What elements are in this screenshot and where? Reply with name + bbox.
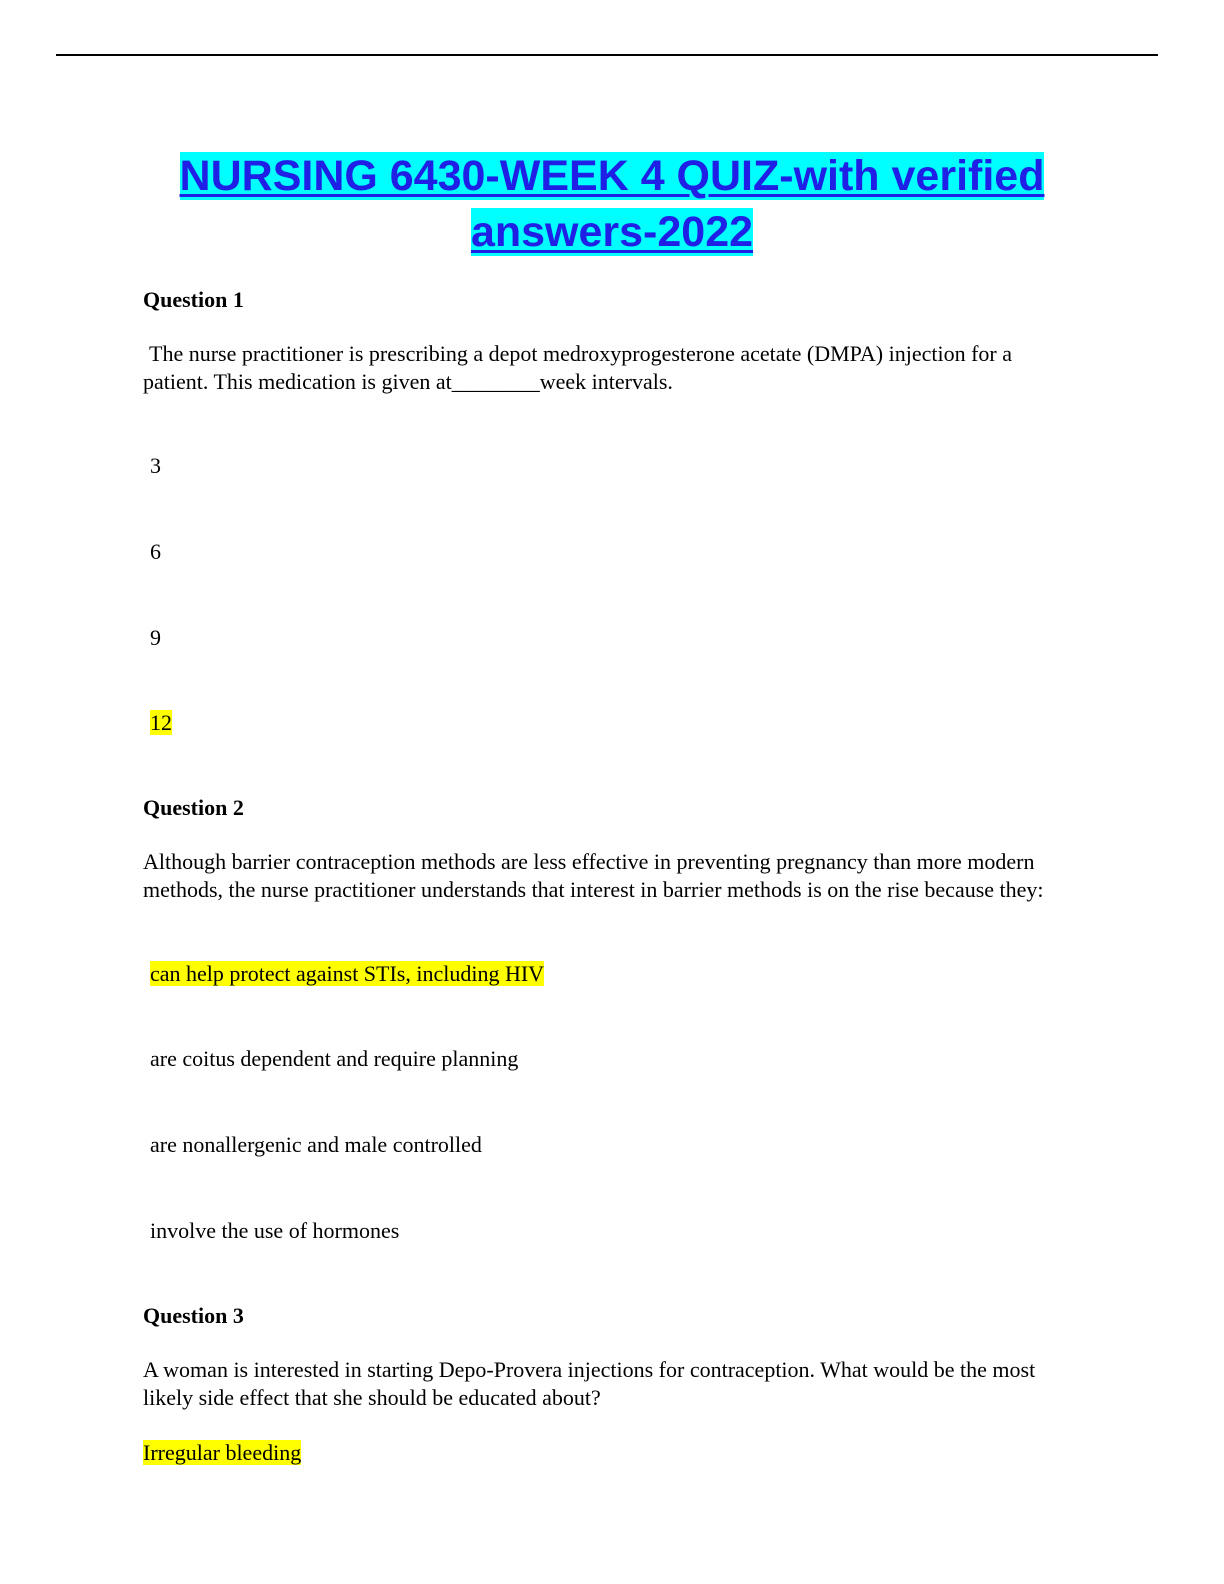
question-heading: Question 2 [143, 795, 244, 820]
document-title: NURSING 6430-WEEK 4 QUIZ-with verified a… [120, 148, 1104, 260]
answer-option: 6 [150, 539, 161, 564]
question-text: Although barrier contraception methods a… [143, 849, 1044, 902]
answer-option-highlighted: 12 [150, 710, 172, 735]
question-heading: Question 3 [143, 1303, 244, 1328]
answer-option-highlighted: Irregular bleeding [143, 1440, 302, 1465]
question-text: The nurse practitioner is prescribing a … [143, 341, 1013, 394]
question-text: A woman is interested in starting Depo-P… [143, 1357, 1036, 1410]
question-heading: Question 1 [143, 287, 244, 312]
answer-option: are coitus dependent and require plannin… [150, 1046, 519, 1071]
document-title-link[interactable]: NURSING 6430-WEEK 4 QUIZ-with verified a… [179, 152, 1045, 256]
answer-option: 3 [150, 453, 161, 478]
answer-option: involve the use of hormones [150, 1218, 400, 1243]
answer-option: 9 [150, 625, 161, 650]
top-horizontal-rule [56, 54, 1158, 56]
answer-option-highlighted: can help protect against STIs, including… [150, 961, 545, 986]
answer-option: are nonallergenic and male controlled [150, 1132, 482, 1157]
